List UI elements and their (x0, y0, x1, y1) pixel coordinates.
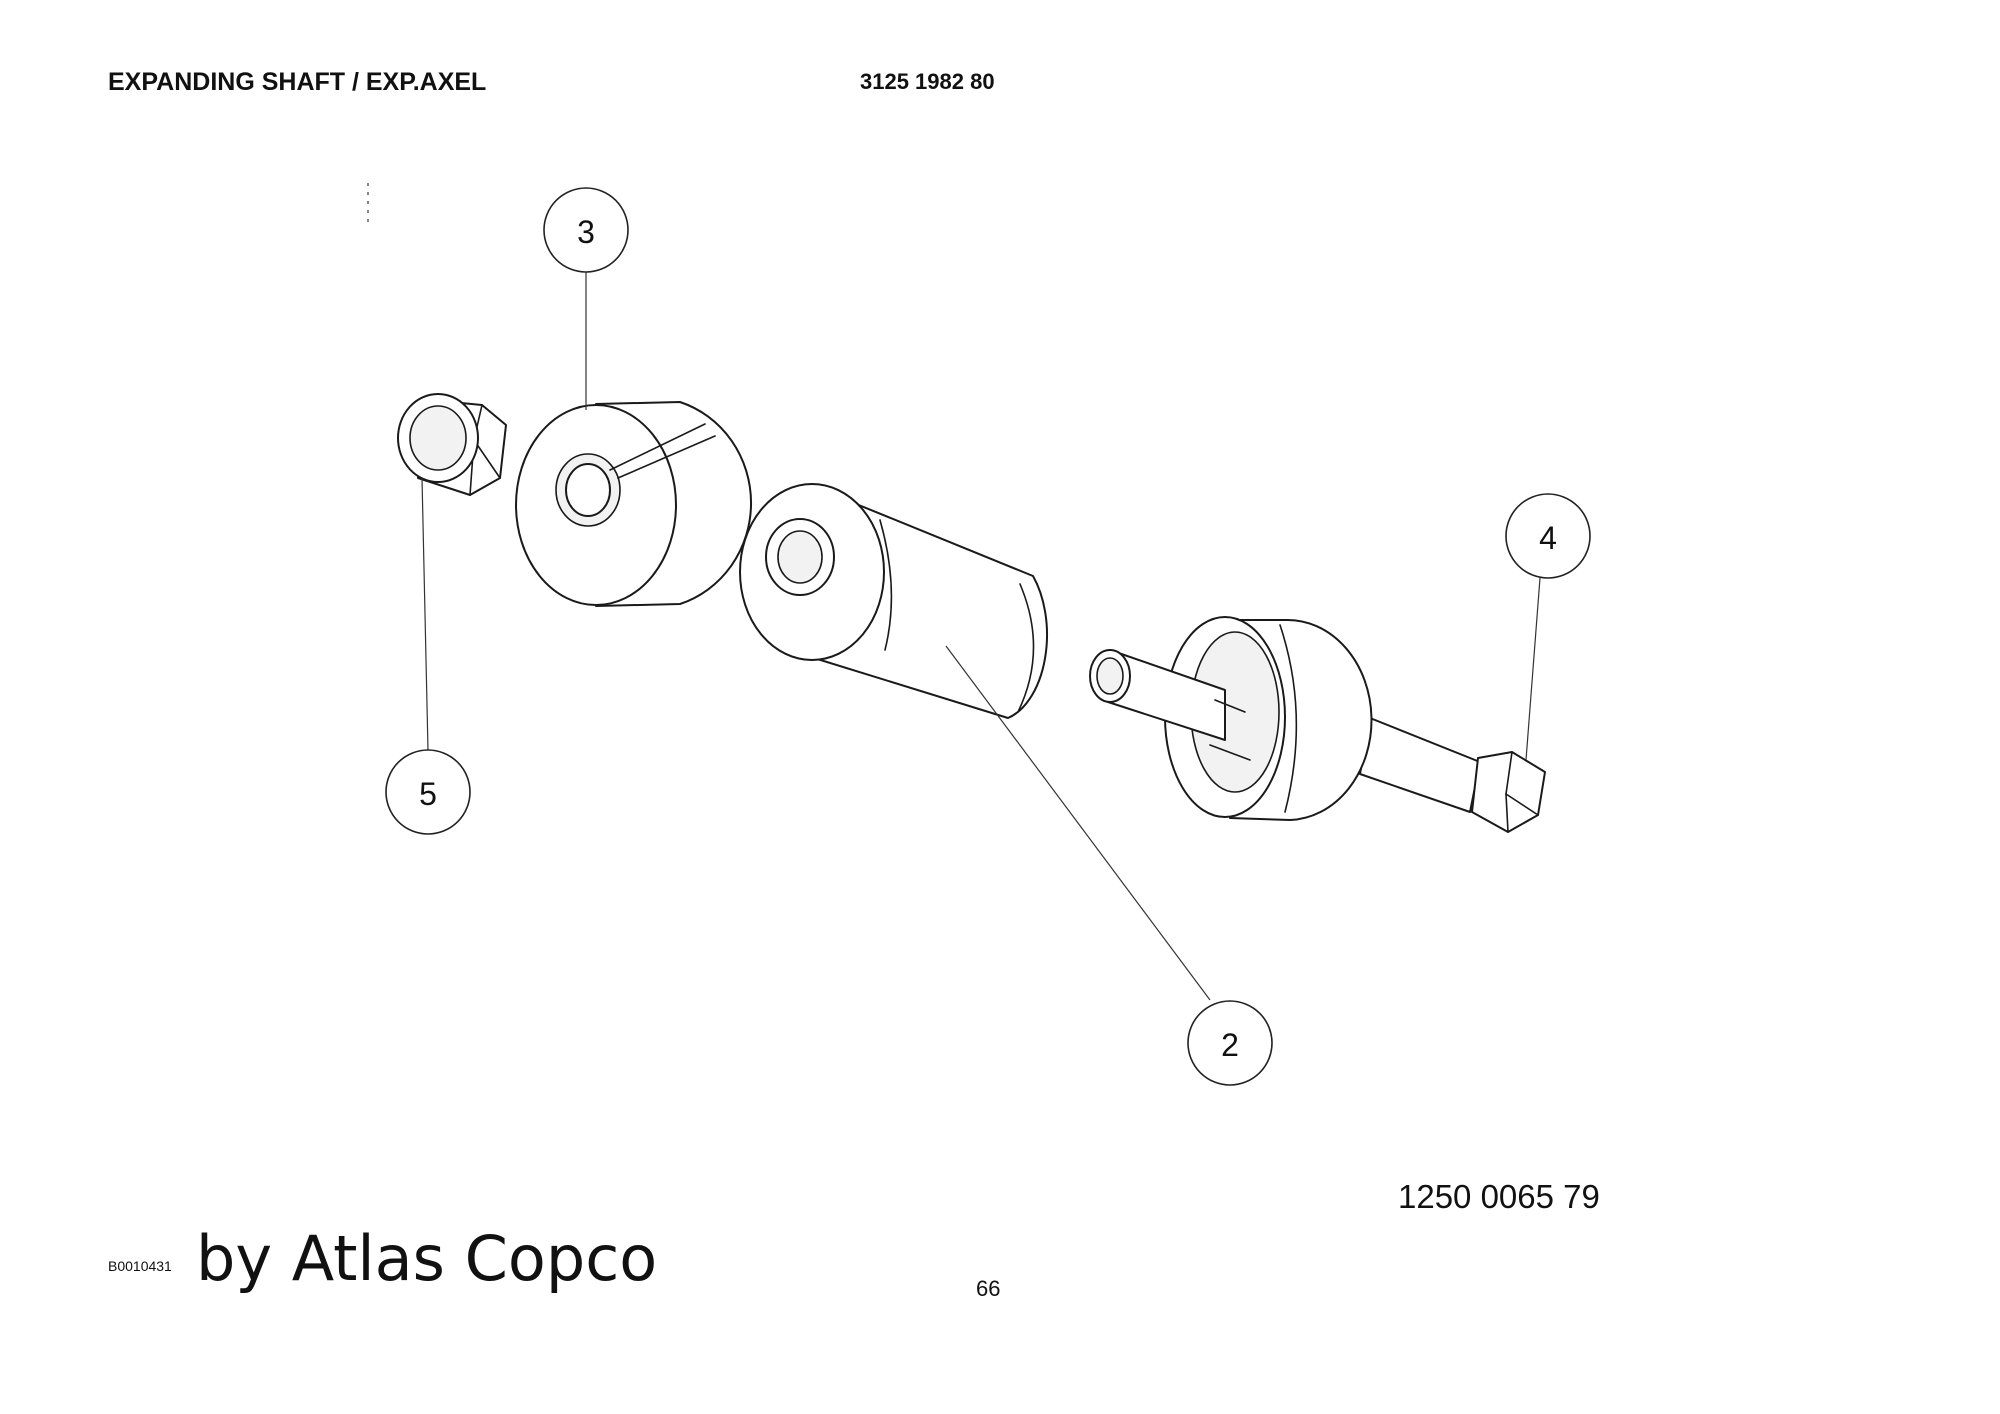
callout-3-label: 3 (577, 214, 595, 250)
part-3-slotted-collar (515, 401, 753, 607)
brand-watermark: by Atlas Copco (196, 1222, 658, 1295)
leader-line-2 (945, 645, 1211, 1001)
callout-5: 5 (385, 749, 471, 835)
leader-line-5 (421, 477, 429, 751)
page-title: EXPANDING SHAFT / EXP.AXEL (108, 68, 487, 96)
callout-4: 4 (1505, 493, 1591, 579)
part-4-bolt-assembly (1089, 616, 1546, 833)
page-number: 66 (976, 1276, 1001, 1301)
callout-5-label: 5 (419, 776, 437, 812)
callout-2: 2 (1187, 1000, 1273, 1086)
callout-2-label: 2 (1221, 1027, 1239, 1063)
leader-line-4 (1525, 577, 1541, 761)
callout-3: 3 (543, 187, 629, 273)
callout-4-label: 4 (1539, 520, 1557, 556)
part-number: 3125 1982 80 (860, 69, 995, 94)
image-code: B0010431 (108, 1258, 172, 1274)
reference-number: 1250 0065 79 (1398, 1178, 1600, 1215)
part-2-sleeve (739, 483, 1048, 719)
part-5-hex-nut (397, 393, 507, 496)
